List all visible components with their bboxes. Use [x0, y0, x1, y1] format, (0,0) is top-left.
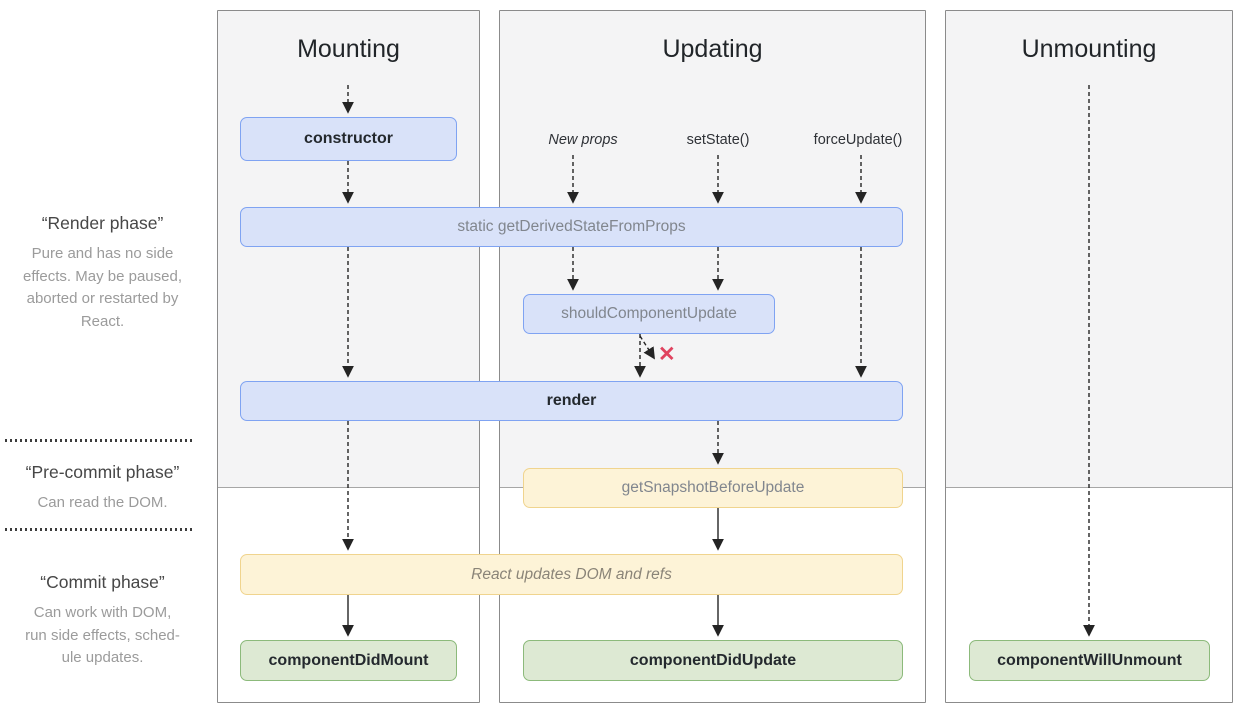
skip-update-x-icon: ✕	[658, 343, 676, 366]
commit-phase-title: “Commit phase”	[40, 572, 165, 592]
constructor-box[interactable]: constructor	[240, 117, 457, 161]
dotted-divider	[5, 528, 195, 531]
render-phase-title: “Render phase”	[41, 213, 164, 233]
render-phase-description: Pure and has no side effects. May be pau…	[23, 245, 182, 330]
component-did-mount-box[interactable]: componentDidMount	[240, 640, 457, 681]
component-will-unmount-box[interactable]: componentWillUnmount	[969, 640, 1210, 681]
commit-phase-label: “Commit phase” Can work with DOM, run si…	[0, 572, 205, 670]
unmounting-column-title: Unmounting	[1021, 35, 1157, 63]
render-phase-zone	[946, 11, 1232, 488]
render-phase-label: “Render phase” Pure and has no side effe…	[0, 213, 205, 333]
set-state-label: setState()	[686, 132, 750, 148]
updating-column-title: Updating	[662, 35, 763, 63]
should-component-update-box[interactable]: shouldComponentUpdate	[523, 294, 775, 334]
component-did-update-box[interactable]: componentDidUpdate	[523, 640, 903, 681]
force-update-label: forceUpdate()	[813, 132, 903, 148]
render-box[interactable]: render	[240, 381, 903, 421]
pre-commit-phase-label: “Pre-commit phase” Can read the DOM.	[0, 462, 205, 515]
pre-commit-phase-description: Can read the DOM.	[37, 494, 168, 511]
updating-column: Updating	[499, 10, 926, 703]
unmounting-column: Unmounting	[945, 10, 1233, 703]
commit-phase-description: Can work with DOM, run side effects, sch…	[25, 604, 180, 666]
mounting-column-title: Mounting	[297, 35, 400, 63]
get-derived-state-from-props-box[interactable]: static getDerivedStateFromProps	[240, 207, 903, 247]
mounting-column: Mounting	[217, 10, 480, 703]
pre-commit-phase-title: “Pre-commit phase”	[25, 462, 180, 482]
dotted-divider	[5, 439, 195, 442]
get-snapshot-before-update-box[interactable]: getSnapshotBeforeUpdate	[523, 468, 903, 508]
react-updates-dom-box: React updates DOM and refs	[240, 554, 903, 595]
new-props-label: New props	[548, 132, 618, 148]
